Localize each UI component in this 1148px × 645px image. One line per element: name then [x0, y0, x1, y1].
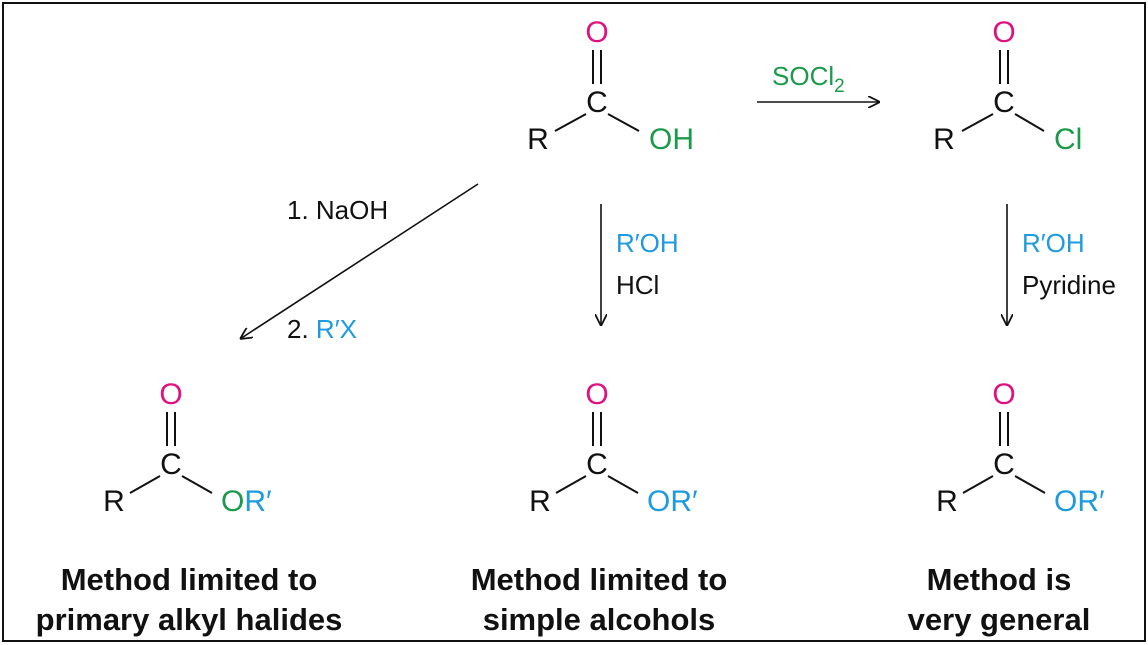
caption-middle-line-1: Method limited to	[470, 562, 728, 597]
hydroxyl-group: OH	[649, 123, 694, 156]
ester-oxygen-group: OR′	[221, 485, 272, 518]
r-group: R	[933, 123, 955, 156]
ester-product-middle: O C R OR′	[529, 378, 698, 518]
caption-left-line-1: Method limited to	[60, 562, 318, 597]
middle-alcohol-label: R′OH	[616, 228, 679, 258]
carbon-atom: C	[993, 448, 1015, 481]
caption-right: Method is very general	[864, 560, 1134, 640]
socl2-label: SOCl2	[772, 61, 845, 97]
r-group: R	[103, 485, 125, 518]
caption-left-line-2: primary alkyl halides	[35, 602, 343, 637]
right-alcohol-label: R′OH	[1022, 228, 1085, 258]
ester-oxygen-group: OR′	[1054, 485, 1105, 518]
ester-product-right: O C R OR′	[936, 378, 1105, 518]
carbon-atom: C	[160, 448, 182, 481]
chlorine-atom: Cl	[1054, 123, 1082, 156]
rx-label: 2. R′X	[287, 314, 357, 344]
naoh-label: 1. NaOH	[287, 195, 388, 225]
ester-oxygen-group: OR′	[647, 485, 698, 518]
r-group: R	[527, 123, 549, 156]
caption-middle: Method limited to simple alcohols	[424, 560, 774, 640]
acid-chloride-structure: O C R Cl	[933, 16, 1082, 156]
ester-product-left: O C R OR′	[103, 378, 272, 518]
caption-right-line-1: Method is	[926, 562, 1072, 597]
caption-left: Method limited to primary alkyl halides	[4, 560, 374, 640]
alkylation-arrow	[240, 183, 479, 339]
carbonyl-oxygen: O	[992, 378, 1015, 411]
r-group: R	[529, 485, 551, 518]
r-group: R	[936, 485, 958, 518]
caption-right-line-2: very general	[907, 602, 1091, 637]
caption-middle-line-2: simple alcohols	[482, 602, 716, 637]
pyridine-label: Pyridine	[1022, 270, 1116, 300]
carbonyl-oxygen: O	[159, 378, 182, 411]
carbonyl-oxygen: O	[585, 378, 608, 411]
carboxylic-acid-structure: O C R OH	[527, 16, 694, 156]
carbon-atom: C	[586, 448, 608, 481]
carbonyl-oxygen: O	[992, 16, 1015, 49]
reaction-scheme: O C R OH O C R Cl SOCl2 1. NaOH 2. R′X R…	[103, 16, 1116, 518]
hcl-label: HCl	[616, 270, 659, 300]
carbon-atom: C	[586, 86, 608, 119]
carbon-atom: C	[993, 86, 1015, 119]
carbonyl-oxygen: O	[585, 16, 608, 49]
